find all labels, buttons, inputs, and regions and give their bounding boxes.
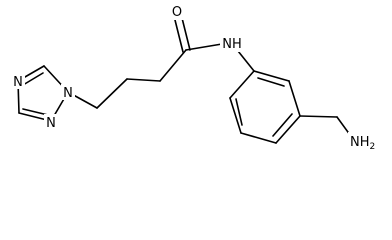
chemical-structure-diagram: O NH N N N NH2 <box>11 4 388 152</box>
bond-carbonyl-c-n <box>185 43 223 51</box>
bond-n-ipso <box>237 50 255 72</box>
atom-label-layer: O NH N N N NH2 <box>11 4 388 152</box>
amide-nitrogen-label: NH <box>222 37 242 52</box>
bond-ring-c2-c3 <box>288 80 301 117</box>
bond-triazole-n4-c5-double <box>22 72 44 86</box>
bond-ring-c5-c6 <box>229 97 242 134</box>
triazole-n4-label: N <box>13 75 23 90</box>
bond-ring-c1-c2 <box>253 70 290 82</box>
triazole-n1-label: N <box>63 86 73 101</box>
bond-ch2a-ch2b <box>96 78 128 109</box>
bond-triazole-n2-c3-double <box>22 108 49 116</box>
bond-ring-c6-c1 <box>229 70 255 99</box>
bond-ring-c3-c4 <box>275 115 301 144</box>
carbonyl-oxygen-label: O <box>172 5 182 20</box>
bond-ring-ch2 <box>299 115 338 118</box>
bond-ring-inner-3 <box>235 98 243 126</box>
triazole-n2-label: N <box>46 116 56 131</box>
bond-ch2b-ch2c <box>126 78 161 82</box>
bond-layer <box>17 13 354 144</box>
amine-label-main: NH <box>350 135 370 150</box>
bond-ch2c-carbonyl-c <box>159 49 187 82</box>
bond-ring-c4-c5 <box>240 132 277 144</box>
amine-label-subscript: 2 <box>370 142 376 152</box>
bond-ring-inner-1 <box>257 77 285 87</box>
amine-label: NH2 <box>350 135 375 152</box>
bond-ring-inner-2 <box>272 113 293 137</box>
bond-carbonyl-double-a <box>173 15 184 53</box>
